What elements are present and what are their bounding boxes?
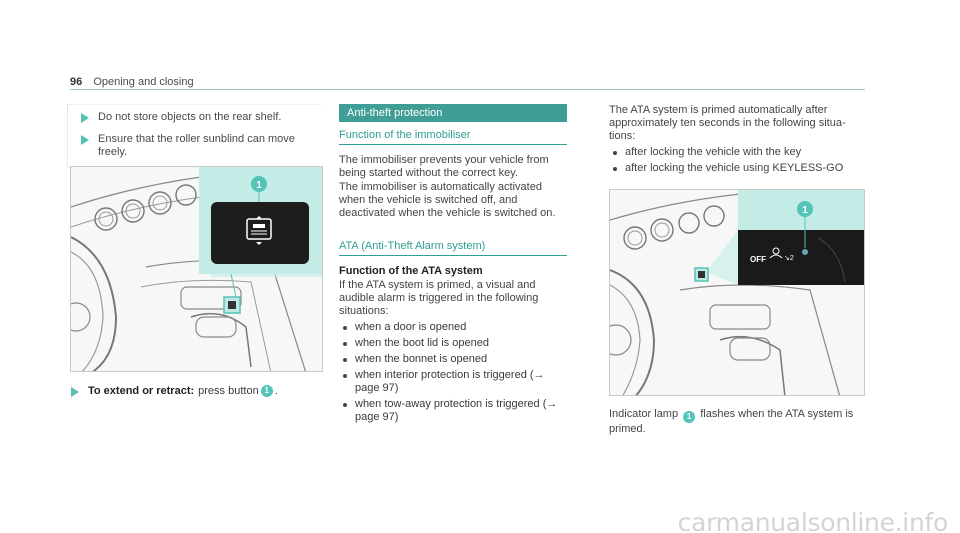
bullet-dot [343,326,347,330]
section-banner: Anti-theft protection [339,104,567,122]
svg-text:↘2: ↘2 [784,255,794,262]
figure-caption: Indicator lamp 1 flashes when the ATA sy… [609,408,869,436]
bullet-dot [343,374,347,378]
paragraph: The immobiliser prevents your vehicle fr… [339,154,549,179]
alarm-trigger-list: when a door is opened when the boot lid … [339,321,567,424]
subheading-ata: ATA (Anti-Theft Alarm system) [339,240,567,256]
list-item: Do not store objects on the rear shelf. [80,111,322,124]
bullet-dot [613,167,617,171]
callout-badge: 1 [260,385,273,397]
bullet-dot [343,403,347,407]
list-item-text: when the boot lid is opened [355,337,489,349]
list-item: when tow-away protection is triggered (→… [339,398,567,424]
anti-theft-column: Anti-theft protection Function of the im… [339,104,567,424]
bullet-text: Ensure that the roller sunblind can move… [98,133,295,158]
arrow-bullet-icon [71,387,79,397]
list-item: when the boot lid is opened [339,337,567,350]
immobiliser-text: The immobiliser prevents your vehicle fr… [339,154,567,220]
figure-callout: 1 [256,180,262,191]
paragraph: If the ATA system is primed, a visual an… [339,279,539,317]
paragraph: The ATA system is primed automatically a… [609,104,846,142]
indicator-lamp-figure: OFF ↘2 1 [609,189,865,396]
priming-conditions-list: after locking the vehicle with the key a… [609,146,869,175]
list-item-text: after locking the vehicle with the key [625,146,802,158]
bullet-dot [343,342,347,346]
list-item-text: when a door is opened [355,321,467,333]
list-item-text[interactable]: when tow-away protection is triggered (→… [355,398,558,423]
list-item: when the bonnet is opened [339,353,567,366]
center-console-illustration: 1 [71,167,322,371]
arrow-bullet-icon [81,135,89,145]
page-number: 96 [70,76,83,88]
watermark: carmanualsonline.info [677,508,949,533]
subheading-immobiliser: Function of the immobiliser [339,129,567,145]
instruction-text: press button [198,385,259,397]
caption-text: flashes when the ATA system is primed. [609,408,854,435]
list-item: Ensure that the roller sunblind can move… [80,133,322,159]
arrow-bullet-icon [81,113,89,123]
bullet-dot [613,151,617,155]
list-item: when interior protection is triggered (→… [339,369,567,395]
header-divider [70,89,865,90]
figure-callout: 1 [802,205,808,216]
list-item-text[interactable]: when interior protection is triggered (→… [355,369,545,394]
sunblind-button-figure: 1 [70,166,323,372]
list-item: after locking the vehicle using KEYLESS-… [609,162,869,175]
page-header: 96 Opening and closing [70,76,194,89]
instruction-step: To extend or retract: press button 1 . [70,385,278,398]
paragraph: The immobiliser is automatically activat… [339,181,556,219]
list-item: when a door is opened [339,321,567,334]
panel-off-label: OFF [750,255,766,264]
instruction-label: To extend or retract: [88,385,195,397]
ata-function-heading: Function of the ATA system [339,265,483,277]
bullet-text: Do not store objects on the rear shelf. [98,111,282,123]
caption-text: Indicator lamp [609,408,679,420]
list-item: after locking the vehicle with the key [609,146,869,159]
rear-shelf-notes: Do not store objects on the rear shelf. … [67,104,322,168]
instruction-end: . [274,385,278,397]
bullet-dot [343,358,347,362]
callout-badge: 1 [683,411,696,423]
dashboard-illustration: OFF ↘2 1 [610,190,864,395]
list-item-text: when the bonnet is opened [355,353,488,365]
section-title: Opening and closing [93,76,194,88]
ata-priming-column: The ATA system is primed automatically a… [609,104,869,175]
list-item-text: after locking the vehicle using KEYLESS-… [625,162,844,174]
